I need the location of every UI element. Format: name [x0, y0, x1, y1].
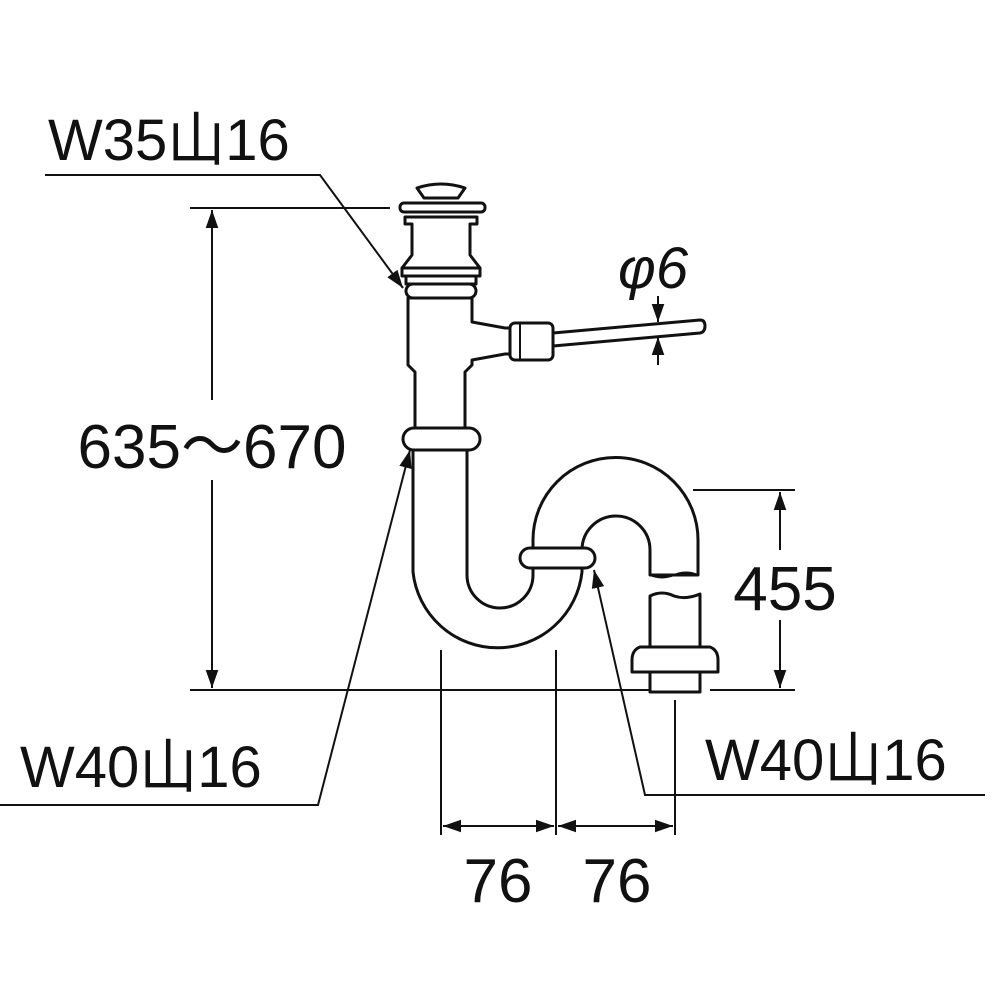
top-connection-callout: W35山16 [45, 108, 404, 289]
top-connection-label: W35山16 [48, 108, 290, 173]
tailpiece [406, 296, 707, 432]
offset-dimensions: 76 76 [440, 650, 676, 916]
outlet-height-label: 455 [733, 555, 836, 624]
overall-height-label: 635～670 [78, 413, 347, 482]
left-connection-label: W40山16 [20, 735, 262, 800]
offset-right-label: 76 [583, 847, 652, 916]
outlet-height-dimension: 455 [693, 489, 850, 691]
p-trap [401, 426, 720, 694]
right-connection-label: W40山16 [705, 728, 947, 793]
right-connection-callout: W40山16 [591, 569, 985, 796]
rod-diameter-label: φ6 [618, 236, 689, 301]
popup-waste-head [398, 182, 487, 300]
overall-height-dimension: 635～670 [55, 207, 680, 691]
rod-diameter-dimension: φ6 [618, 236, 689, 365]
left-connection-callout: W40山16 [0, 449, 412, 806]
offset-left-label: 76 [464, 847, 533, 916]
